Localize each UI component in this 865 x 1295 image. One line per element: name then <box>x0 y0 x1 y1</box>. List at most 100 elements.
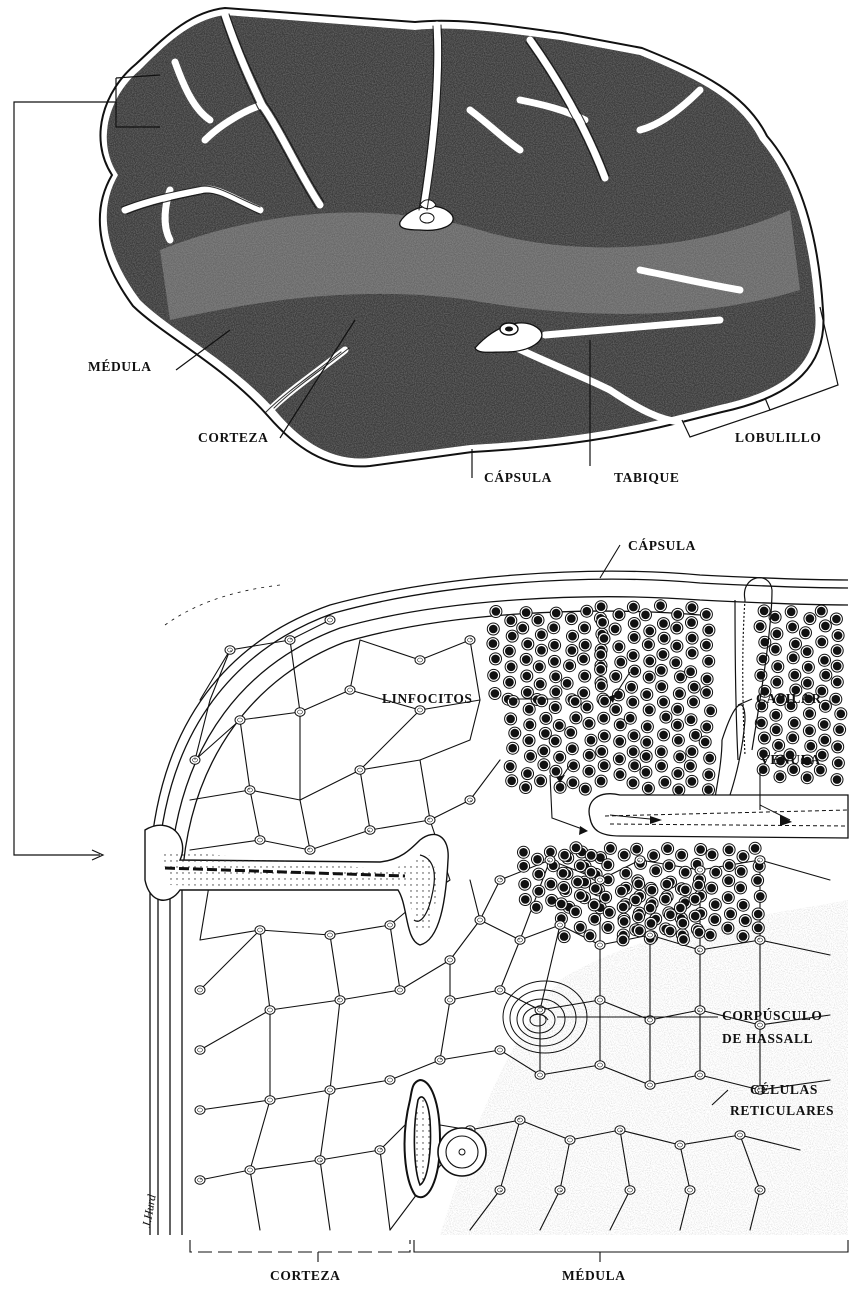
lymphocyte-nucleus <box>704 657 713 666</box>
lymphocyte-nucleus <box>587 736 596 745</box>
lymphocyte-nucleus <box>805 726 814 735</box>
lymphocyte-nucleus <box>821 736 830 745</box>
lymphocyte-nucleus <box>703 723 712 732</box>
lymphocyte-nucleus <box>540 761 549 770</box>
lymphocyte-nucleus <box>489 639 498 648</box>
lymphocyte-nucleus <box>616 770 625 779</box>
lymphocyte-nucleus <box>576 923 585 932</box>
lymphocyte-nucleus <box>560 932 569 941</box>
lymphocyte-nucleus <box>756 622 765 631</box>
lymphocyte-nucleus <box>645 706 654 715</box>
lymphocyte-nucleus <box>739 852 748 861</box>
label-celulas-line2: RETICULARES <box>730 1103 834 1119</box>
lymphocyte-nucleus <box>806 614 815 623</box>
lymphocyte-nucleus <box>583 607 592 616</box>
lymphocyte-nucleus <box>611 672 620 681</box>
lymphocyte-nucleus <box>696 845 705 854</box>
reticular-cell-chromatin <box>628 1188 633 1192</box>
lymphocyte-nucleus <box>641 611 650 620</box>
lymphocyte-nucleus <box>519 862 528 871</box>
reticular-cell-chromatin <box>598 998 603 1002</box>
lymphocyte-nucleus <box>659 650 668 659</box>
lymphocyte-nucleus <box>705 770 714 779</box>
reticular-cell-chromatin <box>598 943 603 947</box>
lymphocyte-nucleus <box>661 778 670 787</box>
lymphocyte-nucleus <box>629 747 638 756</box>
lymphocyte-nucleus <box>560 883 569 892</box>
reticular-cell-chromatin <box>468 638 473 642</box>
lymphocyte-nucleus <box>583 703 592 712</box>
lymphocyte-nucleus <box>832 695 841 704</box>
lymphocyte-nucleus <box>790 719 799 728</box>
lymphocyte-nucleus <box>737 867 746 876</box>
lymphocyte-nucleus <box>834 631 843 640</box>
lymphocyte-nucleus <box>585 719 594 728</box>
reticular-cell-chromatin <box>698 1008 703 1012</box>
lymphocyte-nucleus <box>681 886 690 895</box>
lymphocyte-nucleus <box>579 655 588 664</box>
lymphocyte-nucleus <box>563 679 572 688</box>
reticular-cell-chromatin <box>568 1138 573 1142</box>
reticular-cell-chromatin <box>738 1133 743 1137</box>
reticular-cell-chromatin <box>698 1073 703 1077</box>
reticular-cell-chromatin <box>418 708 423 712</box>
lymphocyte-nucleus <box>552 688 561 697</box>
lymphocyte-nucleus <box>673 721 682 730</box>
lymphocyte-nucleus <box>833 775 842 784</box>
lymphocyte-nucleus <box>739 932 748 941</box>
lymphocyte-nucleus <box>587 868 596 877</box>
lymphocyte-nucleus <box>535 870 544 879</box>
lymphocyte-nucleus <box>688 747 697 756</box>
lymphocyte-nucleus <box>679 919 688 928</box>
reticular-cell-chromatin <box>498 878 503 882</box>
reticular-cell-chromatin <box>268 1008 273 1012</box>
lymphocyte-nucleus <box>679 935 688 944</box>
lymphocyte-nucleus <box>616 721 625 730</box>
lymphocyte-nucleus <box>688 634 697 643</box>
lymphocyte-nucleus <box>537 697 546 706</box>
lymphocyte-nucleus <box>652 866 661 875</box>
lymphocyte-nucleus <box>489 625 498 634</box>
lymphocyte-nucleus <box>657 747 666 756</box>
lymphocyte-nucleus <box>660 634 669 643</box>
lymphocyte-nucleus <box>587 851 596 860</box>
lymphocyte-nucleus <box>771 645 780 654</box>
lymphocyte-nucleus <box>576 862 585 871</box>
lymphocyte-nucleus <box>537 630 546 639</box>
lymphocyte-nucleus <box>659 619 668 628</box>
lymphocyte-nucleus <box>571 697 580 706</box>
lymphocyte-nucleus <box>704 785 713 794</box>
reticular-cell-chromatin <box>478 918 483 922</box>
lymphocyte-nucleus <box>834 759 843 768</box>
reticular-cell-chromatin <box>198 1108 203 1112</box>
lymphocyte-nucleus <box>630 633 639 642</box>
lymphocyte-nucleus <box>661 895 670 904</box>
reticular-cell-chromatin <box>698 868 703 872</box>
lymphocyte-nucleus <box>521 880 530 889</box>
lymphocyte-nucleus <box>507 663 516 672</box>
lymphocyte-nucleus <box>506 715 515 724</box>
lymphocyte-nucleus <box>803 647 812 656</box>
venule <box>589 794 848 838</box>
lymphocyte-nucleus <box>741 916 750 925</box>
lymphocyte-nucleus <box>526 721 535 730</box>
lymphocyte-nucleus <box>547 880 556 889</box>
lymphocyte-nucleus <box>533 855 542 864</box>
lymphocyte-nucleus <box>724 924 733 933</box>
lymphocyte-nucleus <box>522 608 531 617</box>
lymphocyte-nucleus <box>705 626 714 635</box>
reticular-cell-chromatin <box>498 1048 503 1052</box>
reticular-cell-chromatin <box>448 998 453 1002</box>
reticular-cell-chromatin <box>428 818 433 822</box>
lymphocyte-nucleus <box>580 672 589 681</box>
lymphocyte-nucleus <box>644 784 653 793</box>
lymphocyte-nucleus <box>550 657 559 666</box>
lymphocyte-nucleus <box>525 705 534 714</box>
lymphocyte-nucleus <box>751 844 760 853</box>
lymphocyte-nucleus <box>801 629 810 638</box>
reticular-cell-chromatin <box>318 1158 323 1162</box>
lymphocyte-nucleus <box>629 603 638 612</box>
lymphocyte-nucleus <box>642 768 651 777</box>
reticular-cell-chromatin <box>348 688 353 692</box>
lymphocyte-nucleus <box>673 705 682 714</box>
